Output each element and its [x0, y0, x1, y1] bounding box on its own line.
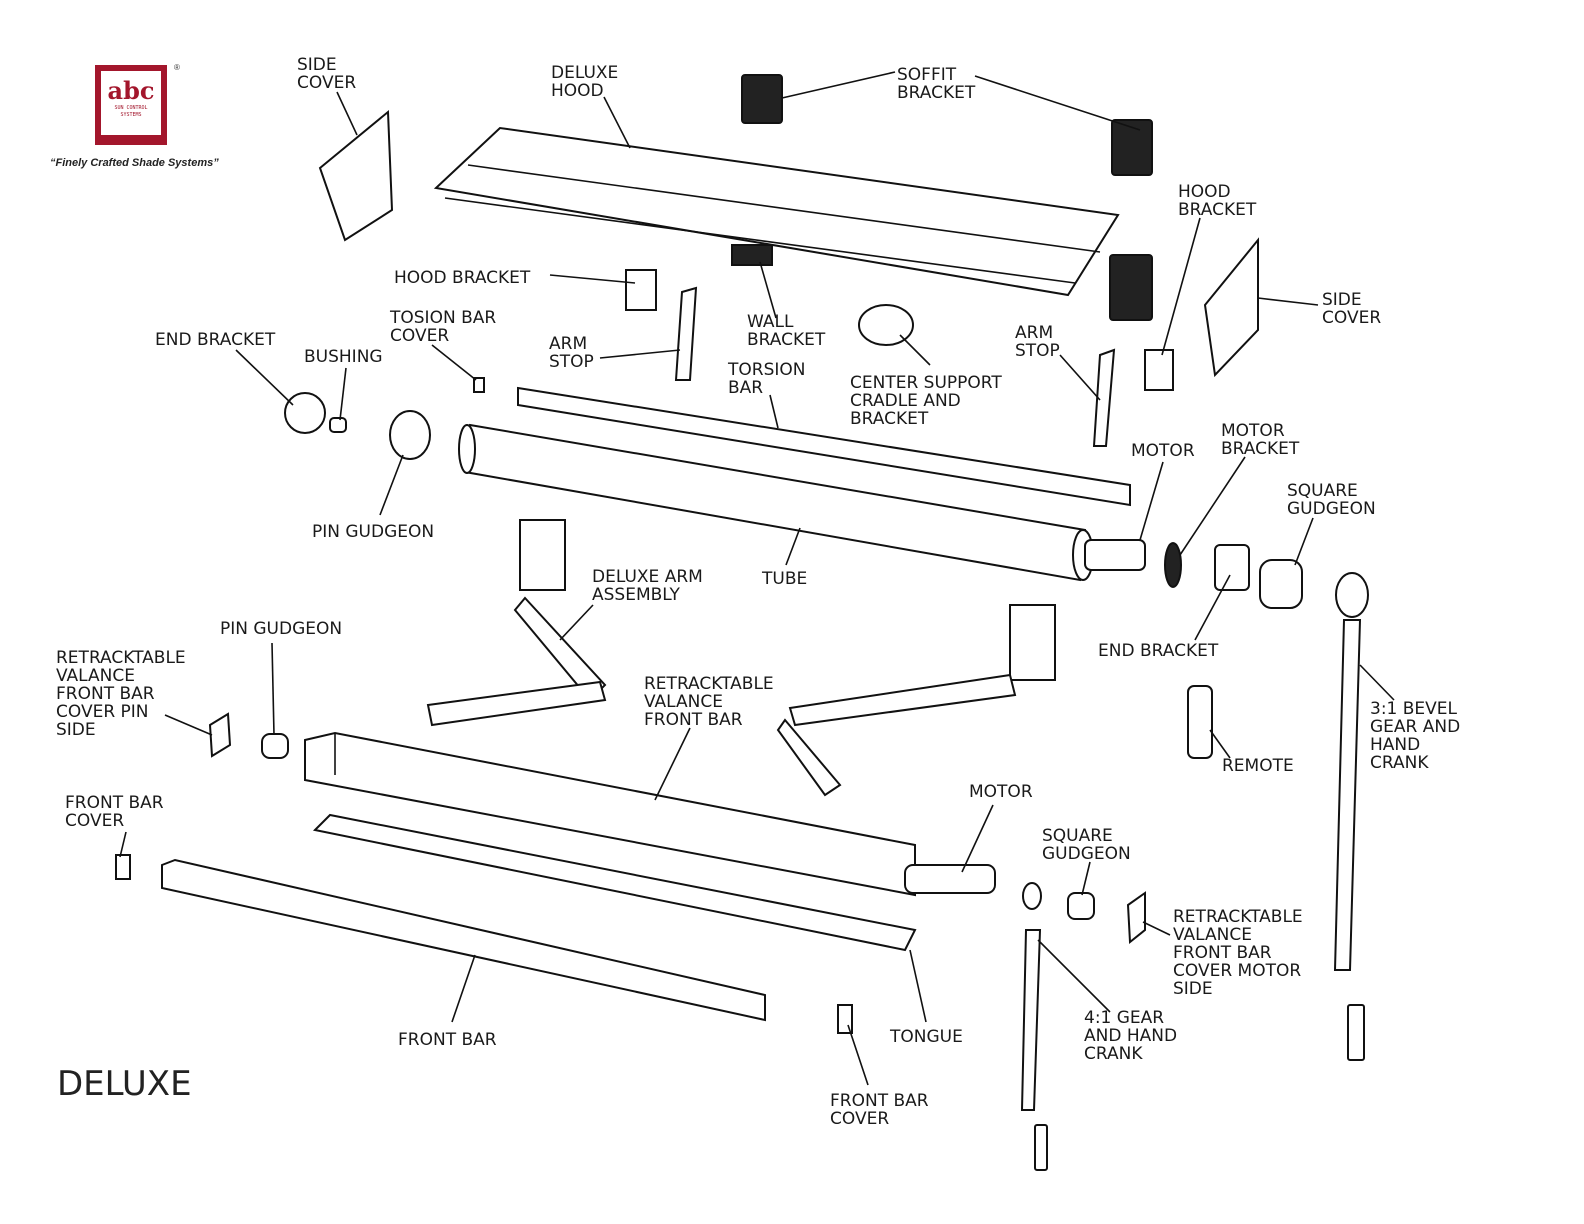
pin-gudgeon-top-part — [389, 410, 431, 460]
motor-bottom-part — [904, 864, 996, 894]
deluxe-arm-right — [776, 604, 1056, 797]
soffit-bracket-right — [1111, 119, 1153, 176]
soffit-bracket-left — [741, 74, 783, 124]
pin-gudgeon-bottom-part — [261, 733, 289, 759]
label-tube: TUBE — [761, 569, 807, 589]
label-bushing: BUSHING — [304, 347, 383, 367]
label-pin-gudgeon-bottom: PIN GUDGEON — [220, 619, 342, 639]
label-end-bracket-left: END BRACKET — [155, 330, 276, 350]
arm-stop-right — [1092, 348, 1116, 447]
tosion-bar-cover-part — [473, 377, 485, 393]
label-motor-top: MOTOR — [1131, 441, 1195, 461]
hood-bracket-right — [1144, 349, 1174, 391]
motor-top-part — [1084, 539, 1146, 571]
arm-stop-left — [674, 286, 698, 381]
gear-41-crank-part — [1020, 882, 1048, 1171]
logo-sub-1: SUN CONTROL — [114, 105, 148, 111]
leader-lines — [119, 71, 1395, 1086]
label-pin-gudgeon-top: PIN GUDGEON — [312, 522, 434, 542]
brand-tagline: “Finely Crafted Shade Systems” — [50, 157, 219, 169]
label-front-bar: FRONT BAR — [398, 1030, 497, 1050]
deluxe-hood — [433, 126, 1120, 297]
brand-logo: abc SUN CONTROL SYSTEMS — [95, 65, 167, 145]
torsion-bar-part — [517, 386, 1131, 507]
side-cover-right — [1203, 237, 1259, 378]
bevel-gear-crank — [1333, 572, 1369, 1061]
registered-mark: ® — [174, 63, 180, 72]
square-gudgeon-bottom-part — [1067, 892, 1095, 920]
center-support-cradle — [858, 304, 914, 346]
bushing-part — [329, 417, 347, 433]
tongue-part — [312, 813, 917, 952]
square-gudgeon-top-part — [1259, 559, 1303, 609]
remote-part — [1187, 685, 1213, 759]
label-tongue: TONGUE — [889, 1027, 963, 1047]
end-bracket-right-part — [1214, 544, 1250, 591]
hood-bracket-dark — [1109, 254, 1153, 321]
diagram-title: DELUXE — [57, 1064, 192, 1104]
end-bracket-left-part — [284, 392, 326, 434]
rv-cover-motor-part — [1126, 891, 1146, 944]
label-motor-bottom: MOTOR — [969, 782, 1033, 802]
side-cover-left — [318, 109, 394, 242]
rv-cover-pin-part — [208, 712, 232, 758]
label-remote: REMOTE — [1222, 756, 1294, 776]
hood-bracket-left — [625, 269, 657, 311]
label-end-bracket-right: END BRACKET — [1098, 641, 1219, 661]
motor-bracket-part — [1164, 542, 1182, 588]
label-hood-bracket-left: HOOD BRACKET — [394, 268, 531, 288]
front-bar-part — [161, 858, 766, 1022]
logo-sub-2: SYSTEMS — [120, 112, 142, 118]
deluxe-arm-left — [426, 519, 607, 727]
logo-text: abc — [107, 76, 155, 105]
front-bar-cover-left-part — [115, 854, 131, 880]
wall-bracket — [731, 244, 773, 266]
